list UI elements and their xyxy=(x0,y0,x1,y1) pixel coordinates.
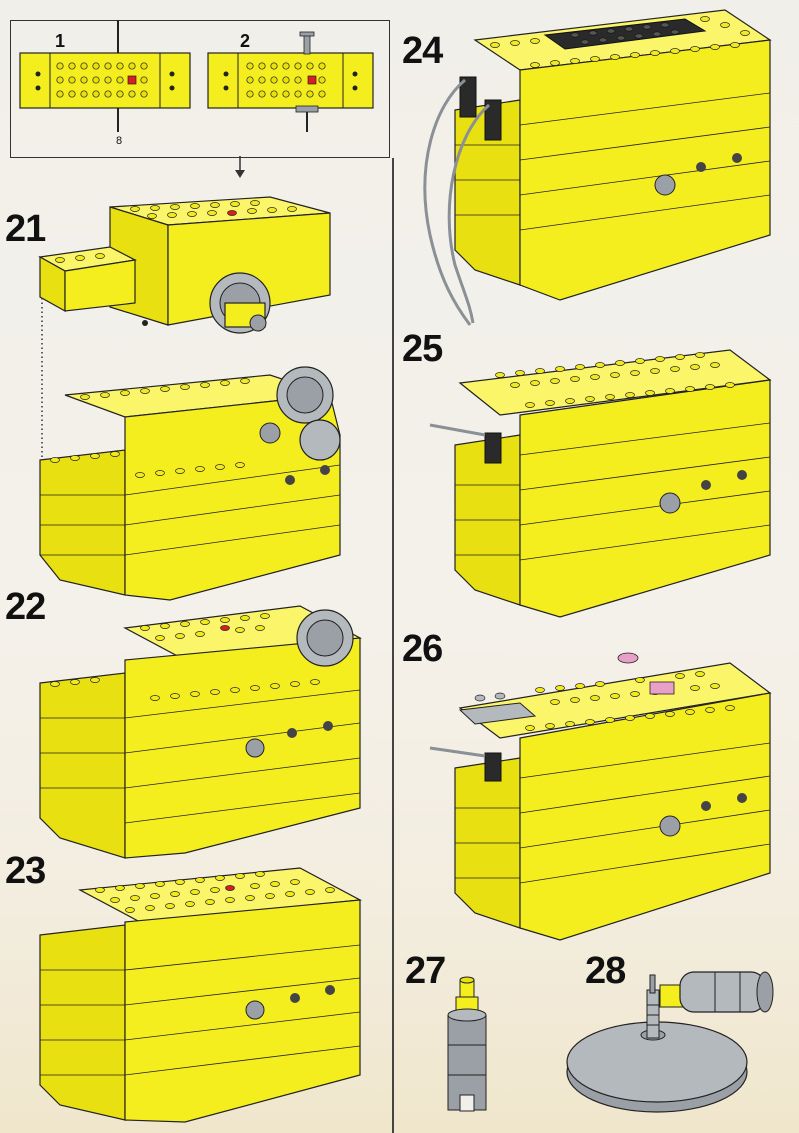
step-21-base-module xyxy=(39,366,341,601)
plate-assembly-2 xyxy=(207,31,374,132)
alignment-guide xyxy=(41,298,43,463)
step-24-number: 24 xyxy=(402,30,443,72)
sub-step-1-label: 1 xyxy=(55,31,66,51)
plate-assembly-1 xyxy=(19,20,191,132)
step-25-model xyxy=(429,349,772,618)
step-21-top-module xyxy=(38,196,331,334)
step-24-model xyxy=(423,9,772,326)
sub-assembly-panel xyxy=(10,20,390,158)
step-28-number: 28 xyxy=(585,950,626,992)
sub-step-2-label: 2 xyxy=(240,31,251,51)
step-28-part xyxy=(566,971,774,1113)
step-22-number: 22 xyxy=(5,586,46,628)
step-23-number: 23 xyxy=(5,850,46,892)
page-divider xyxy=(392,158,394,1133)
axle-length-label: 8 xyxy=(116,135,123,147)
step-21-number: 21 xyxy=(5,208,46,250)
down-arrow-icon xyxy=(235,156,245,178)
step-25-number: 25 xyxy=(402,328,443,370)
step-26-model xyxy=(429,652,772,941)
step-23-model xyxy=(39,867,363,1123)
step-26-number: 26 xyxy=(402,628,443,670)
step-27-part xyxy=(447,976,487,1112)
step-22-model xyxy=(39,605,362,859)
step-27-number: 27 xyxy=(405,950,446,992)
